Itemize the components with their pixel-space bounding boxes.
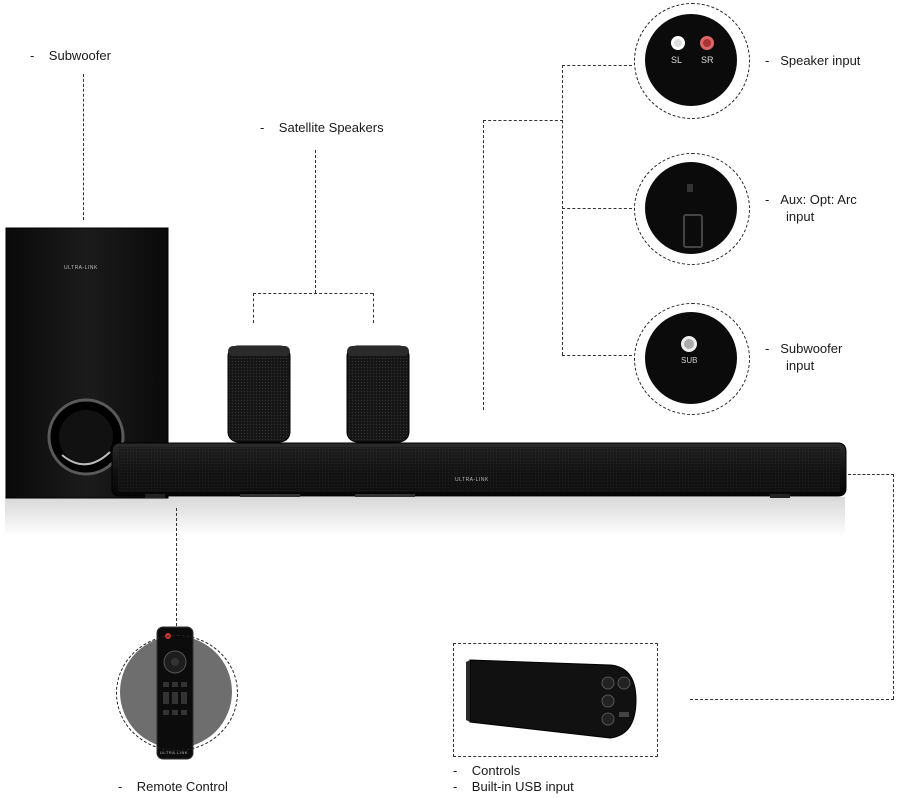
- controls-closeup-frame: [453, 643, 658, 757]
- sub-jack-icon: [681, 336, 697, 352]
- aux-input-label-line1: Aux: Opt: Arc: [780, 192, 857, 207]
- speaker-input-connector: [562, 65, 632, 66]
- speaker-input-label-text: Speaker input: [780, 53, 861, 68]
- bullet: -: [765, 53, 770, 68]
- floor-reflection: [5, 497, 845, 537]
- aux-input-connector: [562, 208, 632, 209]
- subwoofer-input-label-line2: input: [786, 358, 815, 373]
- remote-control-ring: [116, 635, 238, 751]
- hdmi-port-icon: [683, 214, 703, 248]
- bullet: -: [765, 341, 770, 356]
- sl-port-label: SL: [671, 55, 683, 65]
- usb-label-text: Built-in USB input: [471, 779, 574, 794]
- bullet: -: [30, 48, 35, 63]
- bullet: -: [260, 120, 265, 135]
- controls-connector-side: [893, 474, 894, 699]
- controls-label: - Controls: [453, 762, 520, 779]
- remote-label: - Remote Control: [118, 778, 228, 795]
- aux-input-ring: [634, 153, 750, 265]
- sr-port-label: SR: [701, 55, 714, 65]
- sr-jack-icon: [700, 36, 714, 50]
- subwoofer-input-label: - Subwoofer input: [765, 340, 842, 374]
- aux-input-label: - Aux: Opt: Arc input: [765, 191, 857, 225]
- speaker-input-ring: [634, 3, 750, 119]
- remote-label-text: Remote Control: [136, 779, 228, 794]
- bullet: -: [453, 779, 458, 794]
- satellite-speaker-right: [346, 345, 410, 443]
- subwoofer-label-text: Subwoofer: [48, 48, 111, 63]
- controls-connector-bottom: [690, 699, 894, 700]
- satellite-connector-right: [373, 293, 374, 323]
- input-branch: [562, 65, 563, 355]
- speaker-input-label: - Speaker input: [765, 52, 860, 69]
- controls-closeup-illustration: [466, 659, 637, 739]
- input-trunk-top: [483, 120, 563, 121]
- subwoofer-label: - Subwoofer: [30, 47, 111, 64]
- subwoofer-brand-logo: ULTRA-LINK: [64, 265, 98, 271]
- sl-jack-icon: [671, 36, 685, 50]
- satellite-connector-left: [253, 293, 254, 323]
- soundbar-unit: [111, 442, 847, 498]
- subwoofer-input-label-line1: Subwoofer: [780, 341, 843, 356]
- sub-port-label: SUB: [681, 356, 698, 365]
- bullet: -: [118, 779, 123, 794]
- subwoofer-input-ring: [634, 303, 750, 415]
- soundbar-brand-logo: ULTRA-LINK: [455, 477, 489, 483]
- usb-label: - Built-in USB input: [453, 778, 574, 795]
- satellite-connector-bar: [253, 293, 373, 294]
- controls-label-text: Controls: [471, 763, 521, 778]
- optical-port-icon: [687, 184, 693, 192]
- satellite-label-text: Satellite Speakers: [278, 120, 384, 135]
- speaker-input-closeup: SL SR: [645, 14, 737, 106]
- controls-connector-top: [848, 474, 894, 475]
- subwoofer-input-connector: [562, 355, 632, 356]
- bullet: -: [453, 763, 458, 778]
- input-trunk: [483, 120, 484, 410]
- aux-input-closeup: [645, 162, 737, 254]
- aux-input-label-line2: input: [786, 209, 815, 224]
- satellite-speaker-left: [227, 345, 291, 443]
- bullet: -: [765, 192, 770, 207]
- satellite-label: - Satellite Speakers: [260, 119, 384, 136]
- remote-connector: [176, 508, 177, 626]
- subwoofer-input-closeup: SUB: [645, 312, 737, 404]
- satellite-connector-stem: [315, 150, 316, 293]
- remote-brand-logo: ULTRA-LINK: [160, 750, 189, 755]
- subwoofer-connector: [83, 74, 84, 220]
